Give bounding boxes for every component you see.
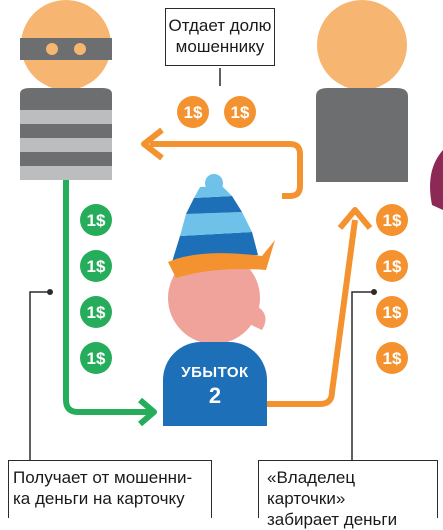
coin-symbol: 1$ (383, 303, 402, 322)
orange-arrow-head-left (141, 127, 164, 161)
coin-symbol: 1$ (87, 257, 106, 276)
hat-stripe-dark (186, 196, 242, 214)
card-owner-head (317, 0, 407, 90)
robber-figure (20, 0, 112, 180)
receives-money-label: Получает от мошенни- ка деньги на карточ… (8, 460, 212, 518)
diagram-art: 1$ 1$ 1$ 1$ 1$ 1$ 1$ 1$ 1$ 1$ (20, 0, 443, 462)
card-owner-takes-money-label: «Владелец карточки» забирает деньги (258, 460, 438, 529)
victim-head (168, 252, 260, 344)
green-coin-1 (80, 204, 112, 236)
coin-symbol: 1$ (231, 103, 250, 122)
green-coin-4 (80, 342, 112, 374)
robber-striped-shirt (20, 88, 112, 180)
coin-top-1 (177, 96, 209, 128)
green-coin-2 (80, 250, 112, 282)
orange-coin-4 (376, 342, 408, 374)
loss-title: УБЫТОК (181, 364, 249, 381)
fraud-scheme-diagram: 1$ 1$ 1$ 1$ 1$ 1$ 1$ 1$ 1$ 1$ Отдает дол… (8, 0, 443, 529)
hat-stripe-top (194, 186, 232, 198)
orange-coins-column (376, 204, 408, 374)
green-coins-column (80, 204, 112, 374)
robber-mask (20, 38, 112, 60)
victim-nose (228, 300, 266, 330)
coin-symbol: 1$ (383, 349, 402, 368)
orange-arrow-head-up (337, 207, 373, 230)
coin-symbol: 1$ (383, 257, 402, 276)
share-with-fraudster-label: Отдает долю мошеннику (165, 8, 275, 66)
orange-coins-top (177, 96, 256, 128)
orange-coin-2 (376, 250, 408, 282)
coin-top-2 (224, 96, 256, 128)
coin-symbol: 1$ (87, 303, 106, 322)
coin-symbol: 1$ (383, 211, 402, 230)
edge-decoration (430, 150, 443, 210)
victim-figure (168, 174, 275, 344)
loss-number: 2 (208, 383, 222, 408)
card-owner-body (316, 88, 408, 182)
hat-pompom (205, 174, 223, 192)
right-label-connector (351, 291, 372, 462)
orange-flow-line-back (150, 141, 303, 199)
orange-flow-line-up (267, 219, 358, 407)
coin-symbol: 1$ (87, 211, 106, 230)
green-flow-line (63, 180, 150, 415)
orange-coin-1 (376, 204, 408, 236)
right-connector-dot (371, 289, 377, 295)
loss-badge: УБЫТОК 2 (163, 342, 267, 426)
left-connector-dot (47, 289, 53, 295)
hat-stripe-light (180, 212, 252, 236)
robber-right-eye (74, 43, 86, 55)
coin-symbol: 1$ (87, 349, 106, 368)
card-owner-figure (316, 0, 408, 182)
coin-symbols: 1$ 1$ 1$ 1$ 1$ 1$ 1$ 1$ 1$ 1$ (87, 103, 402, 368)
coin-symbol: 1$ (184, 103, 203, 122)
left-label-connector (29, 291, 48, 462)
green-arrow-head (138, 397, 157, 427)
robber-left-eye (46, 43, 58, 55)
orange-coin-3 (376, 296, 408, 328)
green-coin-3 (80, 296, 112, 328)
hat-brim (168, 240, 275, 278)
